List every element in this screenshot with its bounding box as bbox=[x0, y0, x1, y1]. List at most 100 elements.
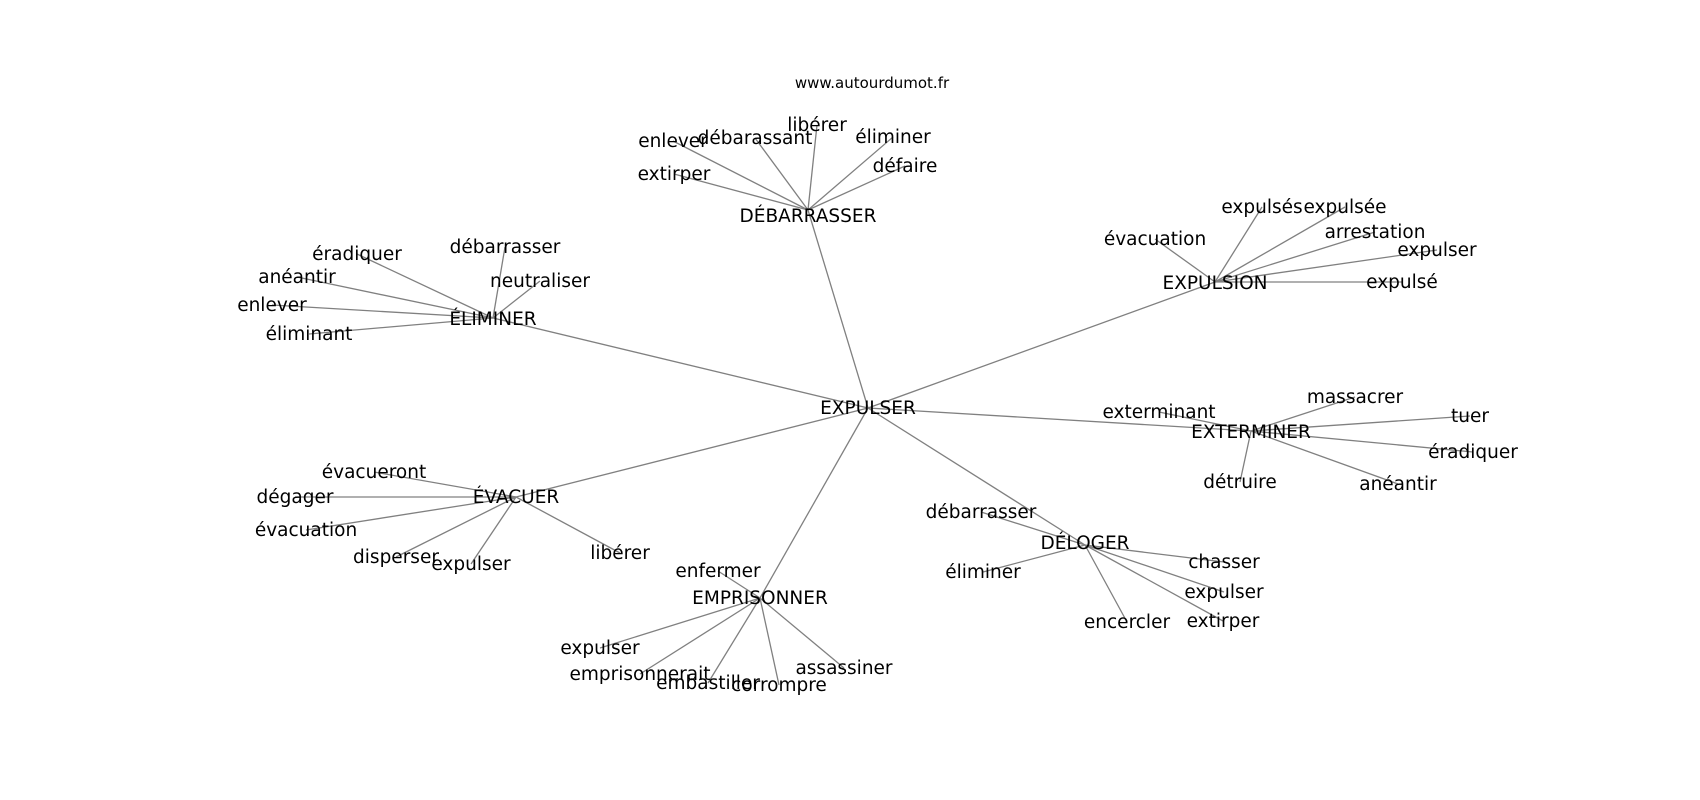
leaf-node-label: débarrasser bbox=[450, 237, 561, 258]
cluster-node-label: ÉLIMINER bbox=[449, 308, 536, 330]
leaf-node-label: évacuation bbox=[1104, 229, 1206, 250]
edge-cluster-to-leaf bbox=[759, 597, 780, 686]
edge-cluster-to-leaf bbox=[1084, 544, 1225, 593]
edge-cluster-to-leaf bbox=[305, 496, 517, 531]
edge-cluster-to-leaf bbox=[492, 280, 541, 319]
cluster-node-label: DÉLOGER bbox=[1040, 532, 1129, 554]
edge-root-to-cluster bbox=[492, 317, 869, 409]
leaf-node-label: défaire bbox=[873, 156, 938, 177]
leaf-node-label: éliminant bbox=[266, 324, 353, 345]
leaf-node-label: tuer bbox=[1451, 406, 1489, 427]
edge-cluster-to-leaf bbox=[1239, 430, 1252, 483]
edge-cluster-to-leaf bbox=[759, 597, 845, 669]
edge-cluster-to-leaf bbox=[754, 137, 809, 211]
edge-cluster-to-leaf bbox=[373, 471, 517, 498]
edge-cluster-to-leaf bbox=[673, 173, 809, 211]
edge-cluster-to-leaf bbox=[1158, 411, 1252, 432]
edge-root-to-cluster bbox=[515, 407, 869, 498]
leaf-node-label: éliminer bbox=[855, 127, 931, 148]
leaf-node-label: expulser bbox=[431, 554, 511, 575]
edge-cluster-to-leaf bbox=[1084, 544, 1128, 623]
edge-cluster-to-leaf bbox=[639, 597, 761, 675]
site-url: www.autourdumot.fr bbox=[795, 74, 950, 92]
edge-cluster-to-leaf bbox=[1250, 415, 1471, 432]
leaf-node-label: éradiquer bbox=[1428, 442, 1518, 463]
leaf-node-label: corrompre bbox=[731, 675, 827, 696]
edge-cluster-to-leaf bbox=[717, 570, 761, 599]
edge-cluster-to-leaf bbox=[807, 124, 818, 211]
leaf-node-label: éradiquer bbox=[312, 244, 402, 265]
leaf-node-label: disperser bbox=[353, 547, 439, 568]
leaf-node-label: massacrer bbox=[1307, 387, 1404, 408]
edge-cluster-to-leaf bbox=[308, 317, 494, 335]
leaf-node-label: évacueront bbox=[322, 462, 426, 483]
edge-cluster-to-leaf bbox=[470, 496, 517, 565]
root-node-label: EXPULSER bbox=[820, 398, 916, 419]
edge-cluster-to-leaf bbox=[672, 140, 809, 211]
edge-cluster-to-leaf bbox=[807, 165, 906, 211]
leaf-node-label: débarassant bbox=[698, 128, 813, 149]
edge-cluster-to-leaf bbox=[492, 246, 506, 319]
edge-cluster-to-leaf bbox=[1250, 396, 1356, 432]
leaf-node-label: éliminer bbox=[945, 562, 1021, 583]
edge-cluster-to-leaf bbox=[1084, 544, 1225, 563]
leaf-node-label: enlever bbox=[638, 131, 708, 152]
cluster-node-label: DÉBARRASSER bbox=[740, 205, 877, 227]
leaf-node-label: expulser bbox=[1397, 240, 1477, 261]
leaf-node-label: évacuation bbox=[255, 520, 357, 541]
cluster-node-label: EMPRISONNER bbox=[692, 588, 828, 609]
leaf-node-label: neutraliser bbox=[490, 271, 590, 292]
leaf-node-label: enfermer bbox=[675, 561, 761, 582]
edge-cluster-to-leaf bbox=[271, 304, 494, 319]
leaf-node-label: expulsés bbox=[1221, 197, 1302, 218]
edge-root-to-cluster bbox=[867, 281, 1216, 409]
leaf-node-label: dégager bbox=[257, 487, 334, 508]
edge-cluster-to-leaf bbox=[1214, 206, 1263, 283]
graph-nodes: enleverdébarassantlibéreréliminerdéfaire… bbox=[237, 115, 1518, 696]
leaf-node-label: détruire bbox=[1203, 472, 1276, 493]
leaf-node-label: exterminant bbox=[1102, 402, 1215, 423]
leaf-node-label: expulsé bbox=[1366, 272, 1438, 293]
cluster-node-label: EXTERMINER bbox=[1191, 422, 1311, 443]
edge-cluster-to-leaf bbox=[1250, 430, 1474, 453]
cluster-node-label: ÉVACUER bbox=[473, 486, 560, 508]
edge-cluster-to-leaf bbox=[1154, 238, 1216, 283]
leaf-node-label: assassiner bbox=[795, 658, 892, 679]
leaf-node-label: anéantir bbox=[258, 267, 336, 288]
edge-cluster-to-leaf bbox=[599, 597, 761, 649]
leaf-node-label: anéantir bbox=[1359, 474, 1437, 495]
edge-cluster-to-leaf bbox=[982, 544, 1086, 573]
leaf-node-label: libérer bbox=[787, 115, 847, 136]
edge-cluster-to-leaf bbox=[395, 496, 517, 558]
leaf-node-label: embastiller bbox=[656, 673, 760, 694]
edge-cluster-to-leaf bbox=[1214, 249, 1438, 283]
leaf-node-label: expulser bbox=[1184, 582, 1264, 603]
edge-cluster-to-leaf bbox=[1214, 231, 1376, 283]
cluster-node-label: EXPULSION bbox=[1163, 273, 1268, 294]
leaf-node-label: arrestation bbox=[1325, 222, 1426, 243]
edge-root-to-cluster bbox=[759, 407, 869, 599]
leaf-node-label: encercler bbox=[1084, 612, 1171, 633]
edge-cluster-to-leaf bbox=[296, 276, 494, 319]
leaf-node-label: extirper bbox=[638, 164, 711, 185]
leaf-node-label: extirper bbox=[1187, 611, 1260, 632]
edge-root-to-cluster bbox=[867, 407, 1086, 546]
leaf-node-label: libérer bbox=[590, 543, 650, 564]
edge-root-to-cluster bbox=[807, 209, 869, 409]
edge-cluster-to-leaf bbox=[980, 511, 1086, 546]
edge-cluster-to-leaf bbox=[515, 496, 621, 554]
edge-cluster-to-leaf bbox=[1084, 544, 1224, 622]
edge-cluster-to-leaf bbox=[1214, 206, 1346, 283]
leaf-node-label: chasser bbox=[1188, 552, 1260, 573]
leaf-node-label: emprisonnerait bbox=[569, 664, 710, 685]
leaf-node-label: débarrasser bbox=[926, 502, 1037, 523]
leaf-node-label: enlever bbox=[237, 295, 307, 316]
edge-cluster-to-leaf bbox=[356, 253, 494, 319]
edge-cluster-to-leaf bbox=[707, 597, 761, 684]
edge-root-to-cluster bbox=[867, 407, 1252, 432]
leaf-node-label: expulser bbox=[560, 638, 640, 659]
leaf-node-label: expulsée bbox=[1303, 197, 1386, 218]
graph-edges bbox=[271, 124, 1474, 686]
edge-cluster-to-leaf bbox=[1250, 430, 1399, 485]
